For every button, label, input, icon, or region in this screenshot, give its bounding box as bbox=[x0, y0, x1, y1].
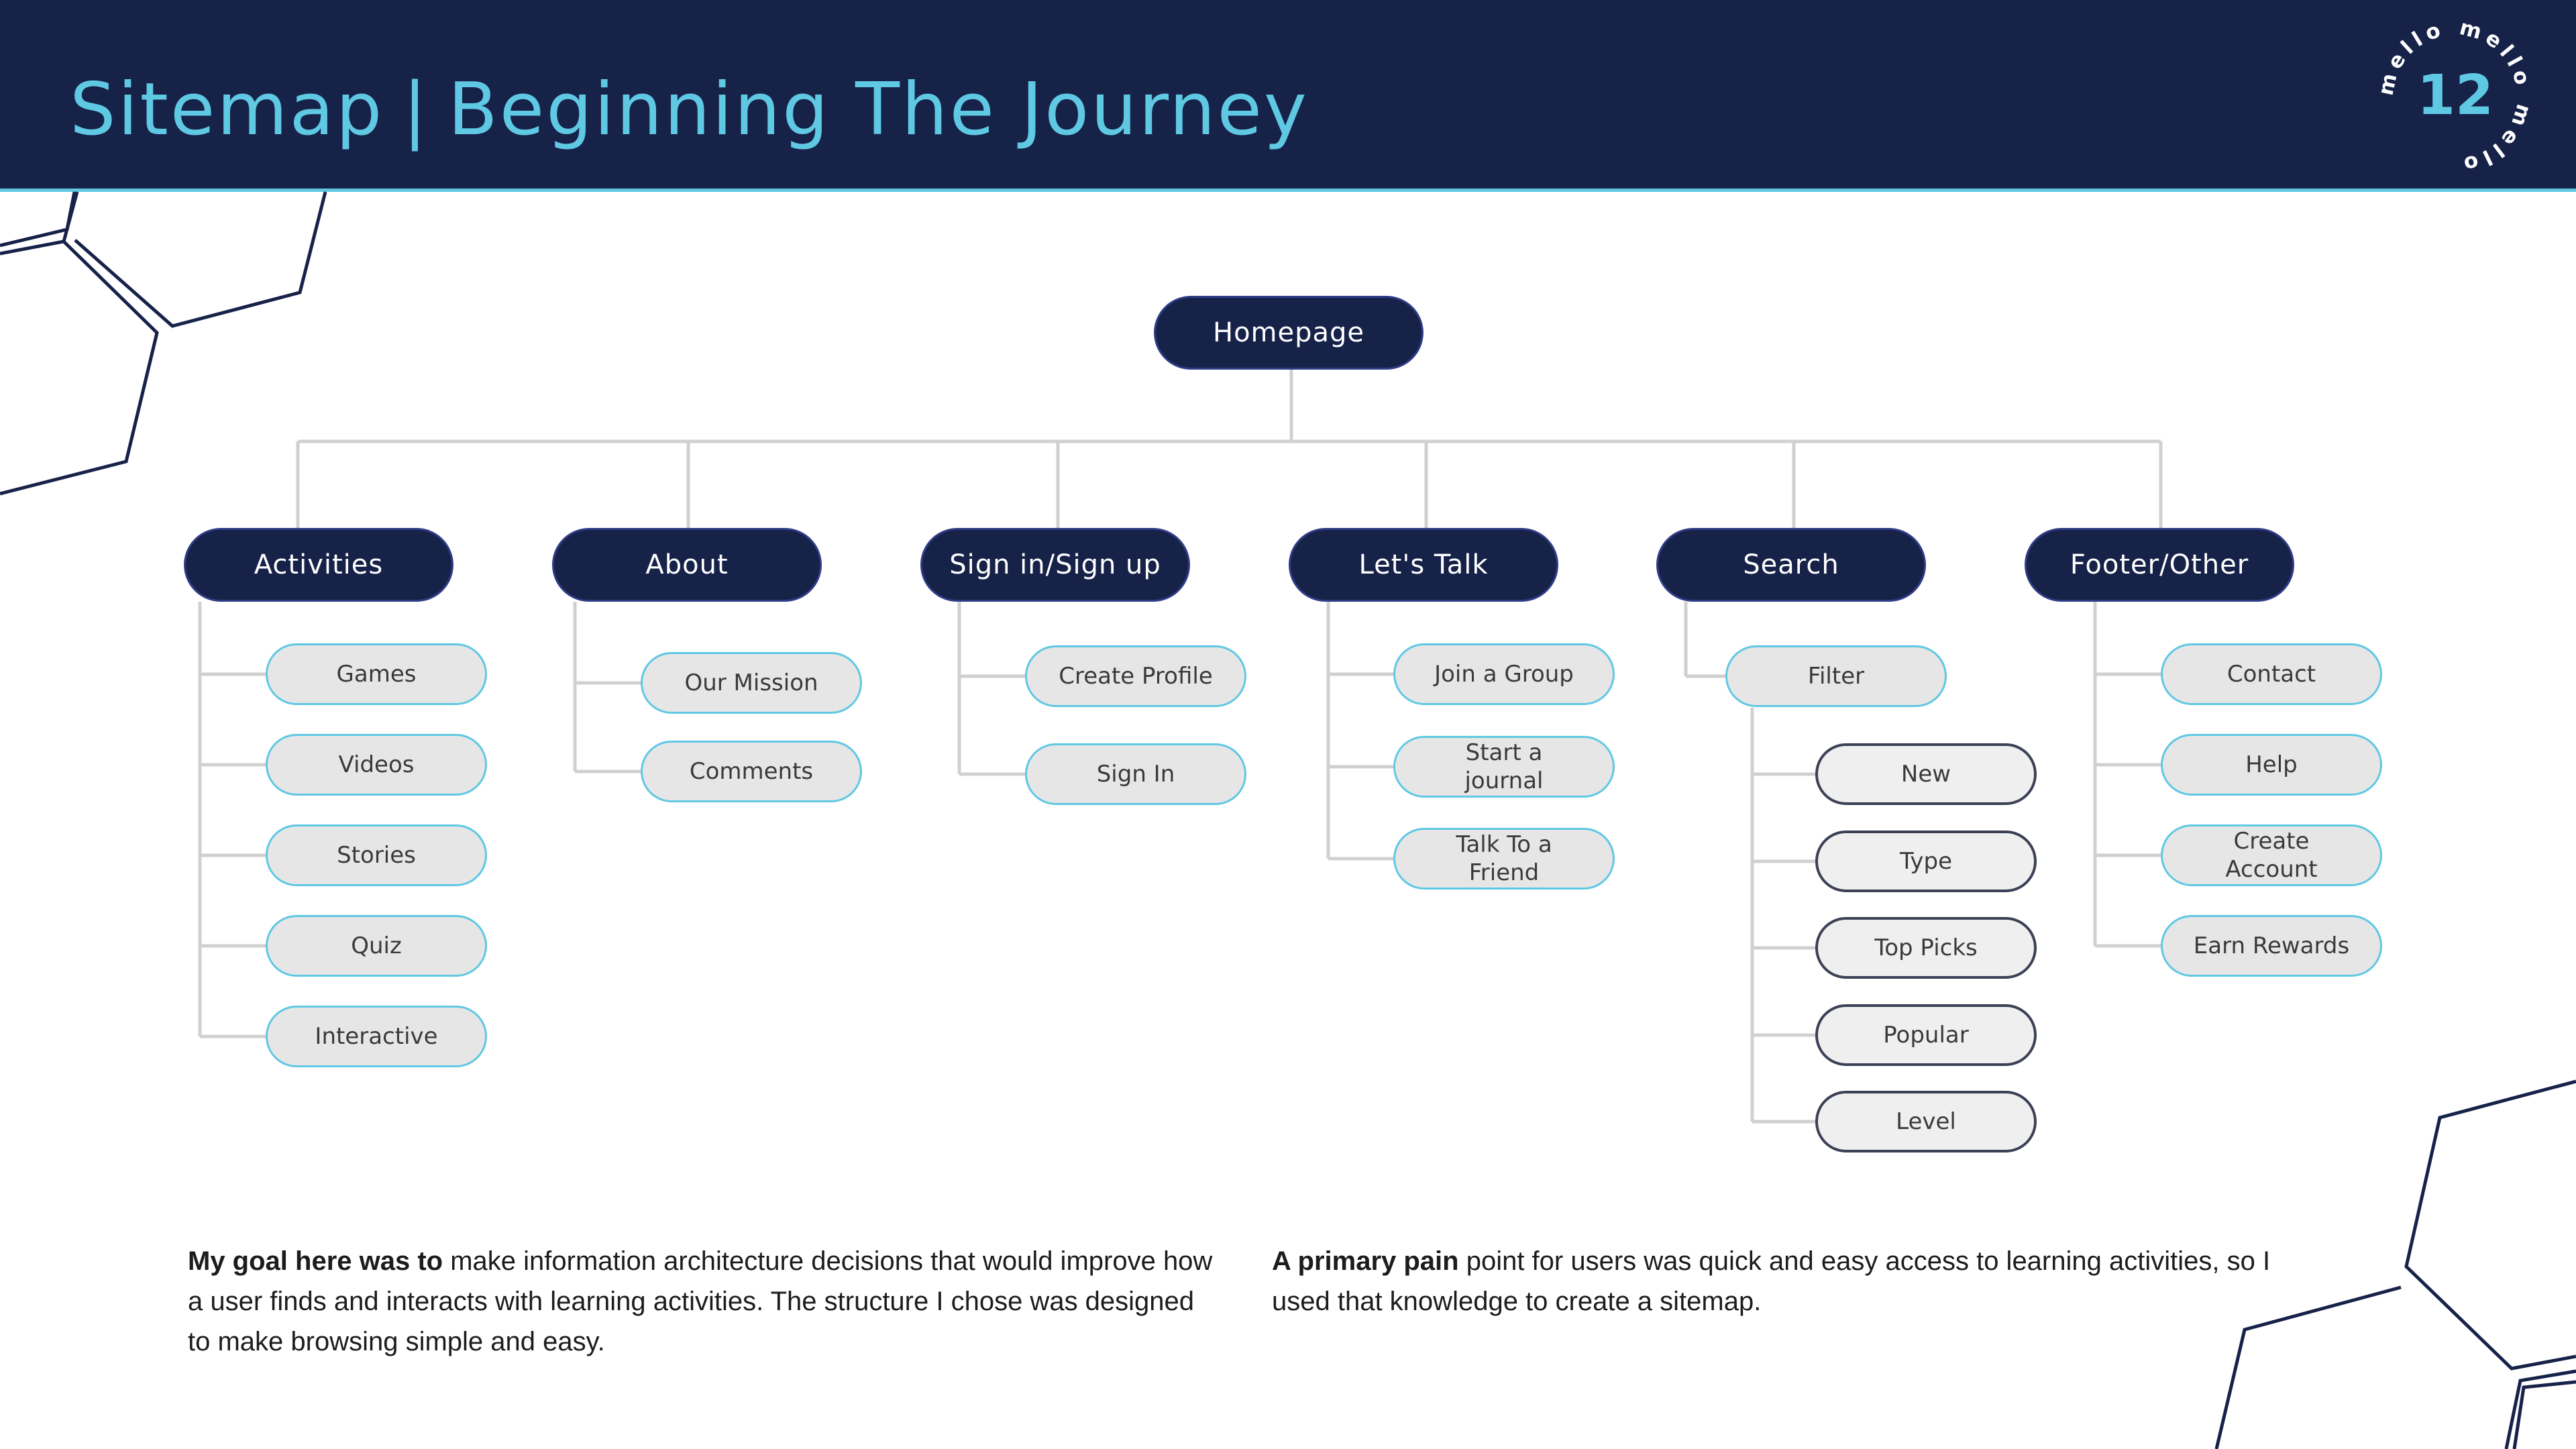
node-contact: Contact bbox=[2161, 643, 2382, 705]
node-filter: Filter bbox=[1725, 645, 1947, 707]
pain-point-paragraph-body: point for users was quick and easy acces… bbox=[1272, 1246, 2271, 1316]
node-filter-new: New bbox=[1815, 743, 2037, 805]
node-talk-to-a-friend: Talk To a Friend bbox=[1393, 828, 1615, 890]
goal-paragraph-lead: My goal here was to bbox=[188, 1246, 443, 1276]
logo-number: 12 bbox=[2417, 64, 2493, 127]
node-filter-popular: Popular bbox=[1815, 1004, 2037, 1066]
goal-paragraph-body: make information architecture decisions … bbox=[188, 1246, 1213, 1356]
node-let-s-talk: Let's Talk bbox=[1289, 528, 1558, 602]
hexagon-decoration-top-left bbox=[0, 191, 327, 496]
page-title: Sitemap|Beginning The Journey bbox=[70, 63, 1309, 157]
pain-point-paragraph: A primary pain point for users was quick… bbox=[1272, 1241, 2298, 1322]
node-homepage: Homepage bbox=[1154, 296, 1424, 370]
node-sign-in-sign-up: Sign in/Sign up bbox=[920, 528, 1190, 602]
title-subtitle: Beginning The Journey bbox=[447, 68, 1309, 152]
node-filter-type: Type bbox=[1815, 830, 2037, 892]
node-earn-rewards: Earn Rewards bbox=[2161, 915, 2382, 977]
node-filter-top-picks: Top Picks bbox=[1815, 917, 2037, 979]
title-sitemap: Sitemap bbox=[70, 68, 384, 152]
node-create-account: Create Account bbox=[2161, 824, 2382, 886]
title-separator: | bbox=[402, 68, 429, 152]
node-join-a-group: Join a Group bbox=[1393, 643, 1615, 705]
node-sign-in: Sign In bbox=[1025, 743, 1246, 805]
node-our-mission: Our Mission bbox=[641, 652, 862, 714]
node-about: About bbox=[552, 528, 822, 602]
node-search: Search bbox=[1656, 528, 1926, 602]
node-interactive: Interactive bbox=[266, 1006, 487, 1067]
node-start-a-journal: Start a journal bbox=[1393, 736, 1615, 798]
pain-point-paragraph-lead: A primary pain bbox=[1272, 1246, 1459, 1276]
node-filter-level: Level bbox=[1815, 1091, 2037, 1152]
node-comments: Comments bbox=[641, 741, 862, 802]
node-stories: Stories bbox=[266, 824, 487, 886]
mello-logo-badge: mello mello mello 12 bbox=[2375, 16, 2531, 177]
goal-paragraph: My goal here was to make information arc… bbox=[188, 1241, 1214, 1362]
node-quiz: Quiz bbox=[266, 915, 487, 977]
node-help: Help bbox=[2161, 734, 2382, 796]
node-create-profile: Create Profile bbox=[1025, 645, 1246, 707]
node-games: Games bbox=[266, 643, 487, 705]
node-activities: Activities bbox=[184, 528, 453, 602]
header-bar: Sitemap|Beginning The Journey mello mell… bbox=[0, 0, 2576, 192]
node-footer-other: Footer/Other bbox=[2025, 528, 2294, 602]
node-videos: Videos bbox=[266, 734, 487, 796]
